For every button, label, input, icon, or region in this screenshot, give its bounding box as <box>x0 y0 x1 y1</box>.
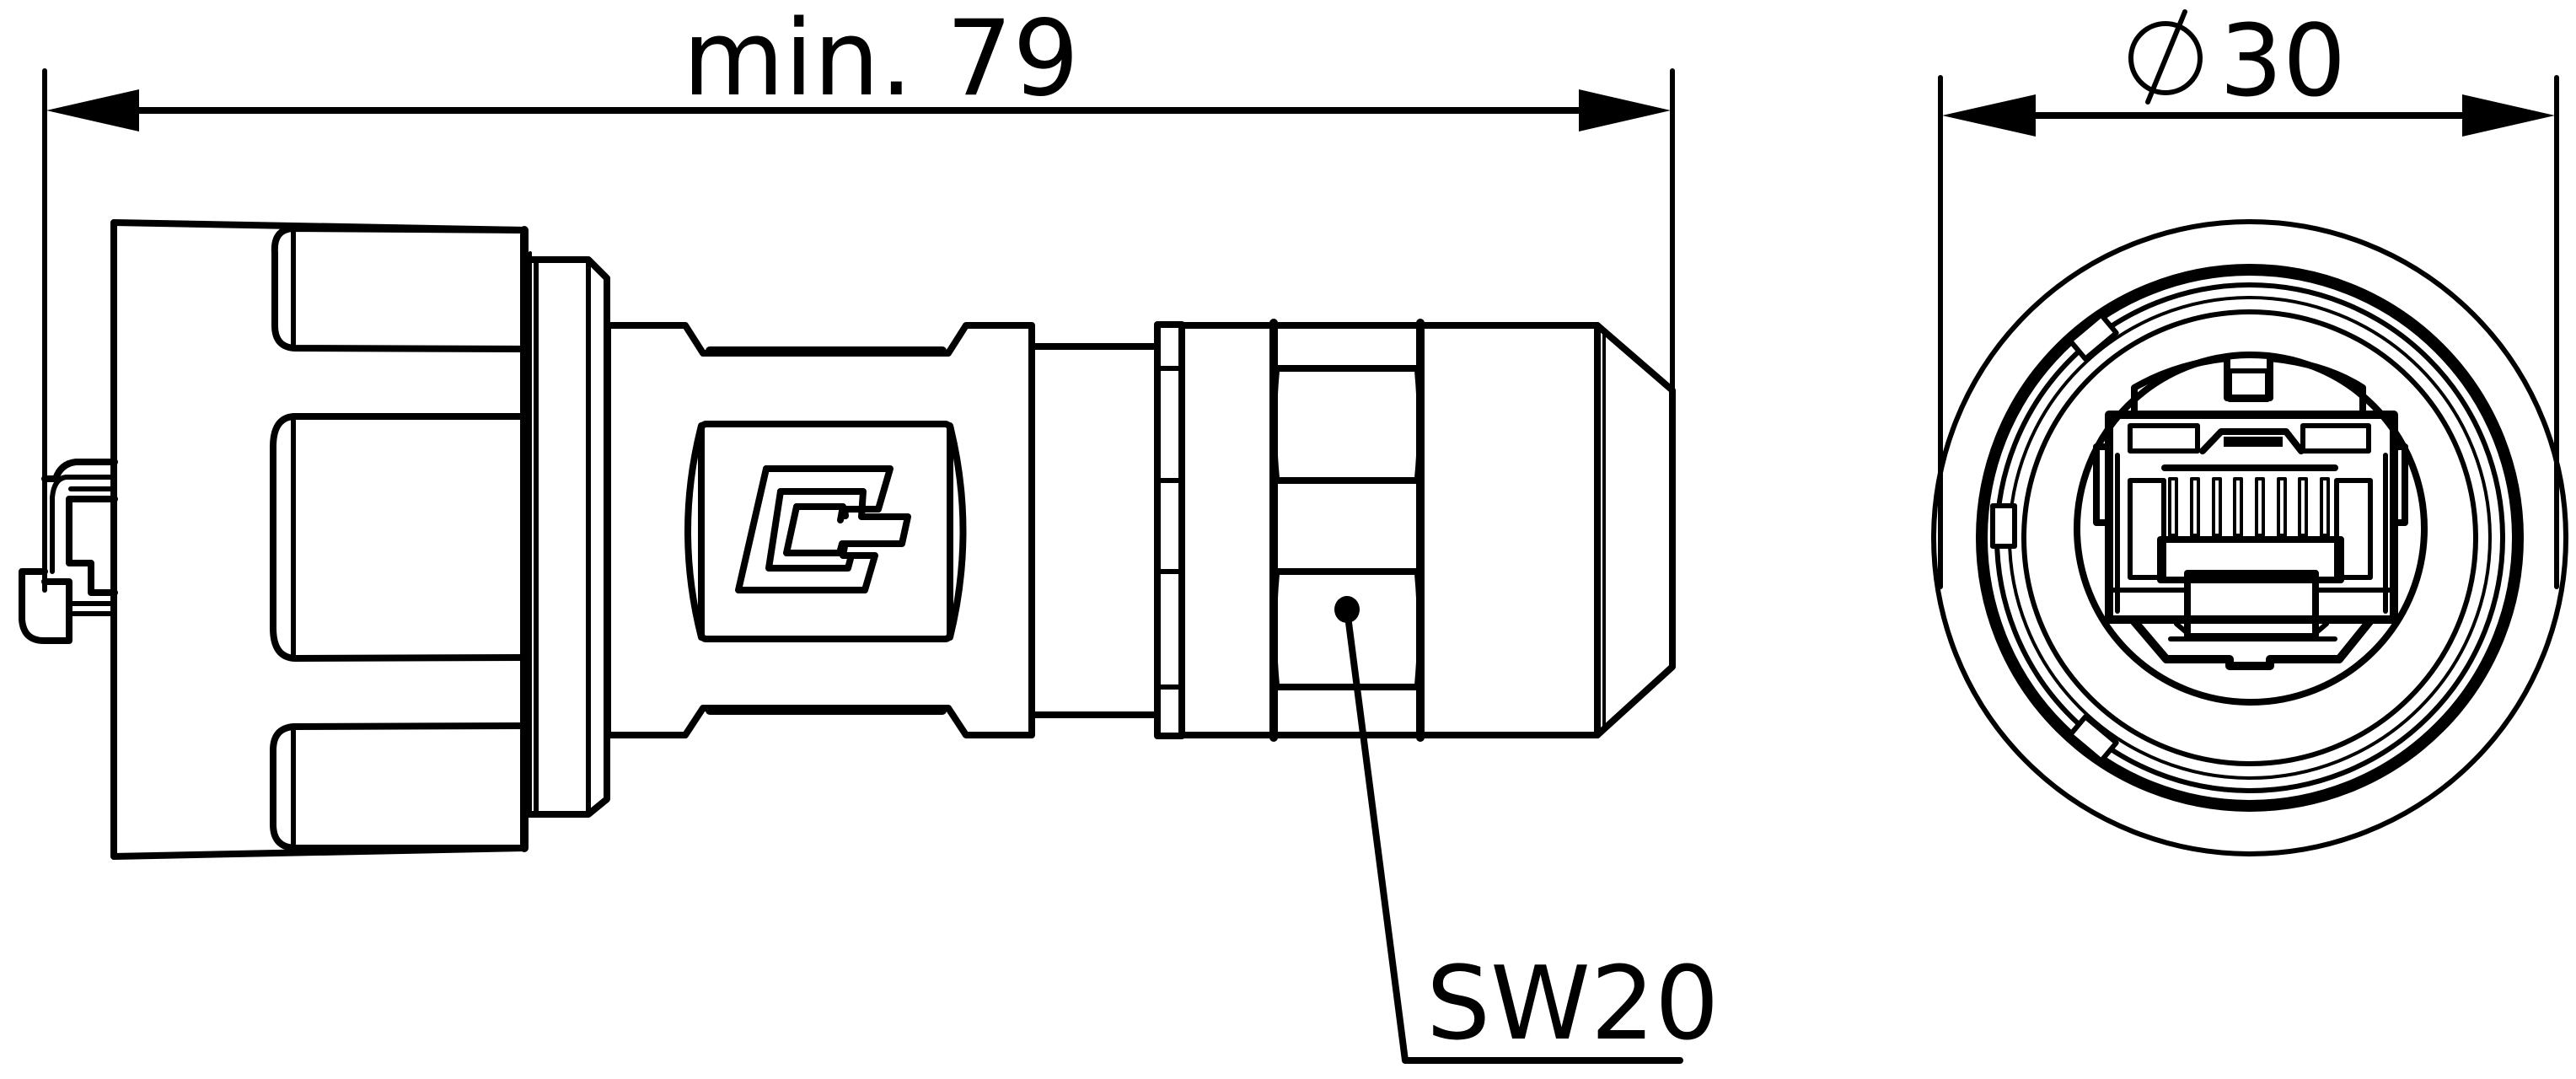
length-dimension: min. 79 <box>42 0 1675 593</box>
arrowhead-left-icon <box>46 89 139 132</box>
diameter-dimension: 30 <box>1938 3 2559 589</box>
grip-body-outline <box>110 219 528 860</box>
brand-logo-icon <box>735 465 911 593</box>
ring-notch-left <box>1990 503 2017 549</box>
side-view: SW20 <box>19 219 1720 1064</box>
end-view <box>1931 219 2568 856</box>
grip-rib-1 <box>271 225 528 352</box>
collar <box>520 226 610 852</box>
coupling-nut <box>1154 319 1676 742</box>
rj45-socket-icon <box>2093 355 2408 670</box>
logo-plate <box>684 421 967 642</box>
grip-body <box>110 219 528 860</box>
nut-body <box>1178 322 1676 738</box>
diameter-value-label: 30 <box>2219 3 2346 119</box>
outer-ring <box>1931 219 2568 856</box>
socket-opening <box>2074 352 2428 706</box>
shaft <box>604 322 1035 738</box>
wrench-size-label: SW20 <box>1426 946 1720 1063</box>
ring-notch-bottom-right <box>2067 714 2119 764</box>
bayonet-ring <box>1976 264 2524 812</box>
wrench-size-callout: SW20 <box>1334 596 1720 1064</box>
ring-notch-top-right <box>2067 312 2119 362</box>
diameter-symbol-icon <box>2128 9 2203 105</box>
leader-line <box>1344 606 1683 1064</box>
shaft-outline <box>604 322 1035 738</box>
grip-rib-3 <box>270 722 528 851</box>
length-label: min. 79 <box>683 0 1079 120</box>
arrowhead-right-icon <box>2462 94 2555 137</box>
contacts <box>2161 464 2338 537</box>
grip-rib-2 <box>270 413 528 662</box>
nut-ring <box>1154 321 1185 739</box>
hex-flats <box>1269 319 1425 742</box>
tube <box>1028 343 1161 718</box>
arrowhead-left-icon <box>1942 94 2036 137</box>
rj45-latch <box>19 459 118 644</box>
arrowhead-right-icon <box>1579 89 1671 132</box>
